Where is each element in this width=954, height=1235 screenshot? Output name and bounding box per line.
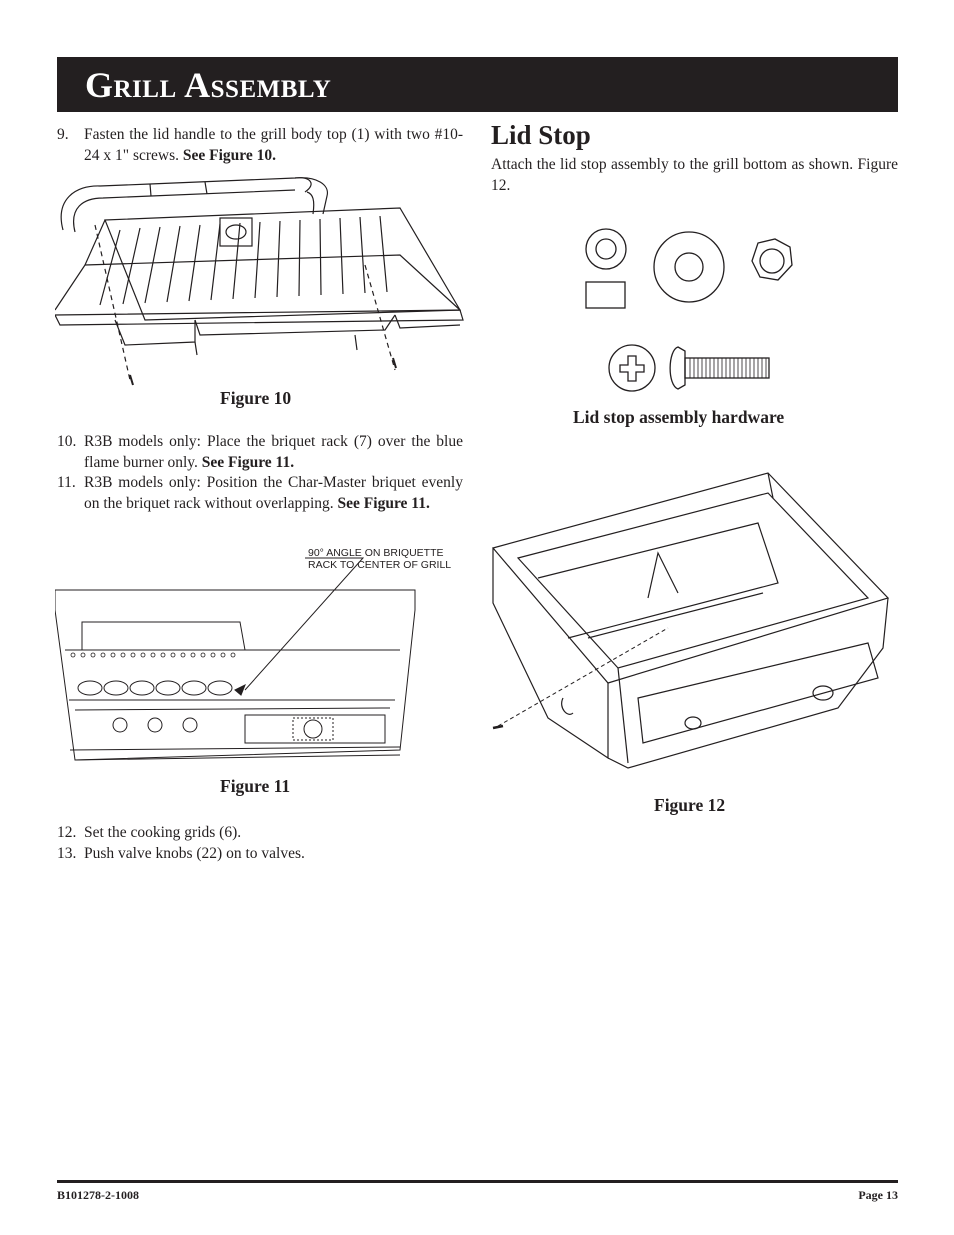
figure-11-briquet-rack-drawing	[55, 557, 416, 761]
annotation-line-1: 90° ANGLE ON BRIQUETTE	[308, 547, 444, 559]
step-number: 12.	[57, 824, 77, 841]
section-banner: Grill Assembly	[57, 57, 898, 112]
figure-11-annotation: 90° ANGLE ON BRIQUETTE RACK TO CENTER OF…	[308, 547, 451, 571]
lid-stop-intro: Attach the lid stop assembly to the gril…	[491, 156, 898, 194]
step-text: Fasten the lid handle to the grill body …	[84, 126, 463, 164]
annotation-line-2: RACK TO CENTER OF GRILL	[308, 559, 452, 571]
step-text: Set the cooking grids (6).	[84, 824, 242, 841]
hardware-caption: Lid stop assembly hardware	[573, 407, 785, 427]
figure-reference: See Figure 10.	[182, 147, 277, 164]
step-9: 9. Fasten the lid handle to the grill bo…	[57, 124, 463, 166]
step-number: 10.	[57, 433, 77, 450]
figure-11-caption: Figure 11	[220, 776, 291, 796]
step-number: 13.	[57, 845, 77, 862]
step-text: R3B models only: Position the Char-Maste…	[84, 474, 463, 512]
figure-12-grill-bottom-drawing	[491, 472, 890, 769]
lid-stop-heading: Lid Stop	[491, 120, 591, 150]
step-number: 9.	[57, 126, 69, 143]
step-13: 13. Push valve knobs (22) on to valves.	[57, 843, 463, 864]
figure-12-caption: Figure 12	[654, 795, 726, 815]
step-12: 12. Set the cooking grids (6).	[57, 822, 463, 843]
figure-10-caption: Figure 10	[220, 388, 292, 408]
document-id: B101278-2-1008	[57, 1188, 139, 1202]
step-number: 11.	[57, 474, 76, 491]
figure-reference: See Figure 11.	[201, 454, 295, 471]
section-title: Grill Assembly	[85, 65, 332, 105]
step-10: 10. R3B models only: Place the briquet r…	[57, 431, 463, 473]
step-11: 11. R3B models only: Position the Char-M…	[57, 472, 463, 514]
step-text: R3B models only: Place the briquet rack …	[84, 433, 463, 471]
figure-reference: See Figure 11.	[337, 495, 430, 512]
page-number: Page 13	[858, 1188, 898, 1202]
lid-stop-hardware-drawing	[585, 228, 793, 392]
figure-10-lid-handle-drawing	[55, 177, 464, 386]
step-text: Push valve knobs (22) on to valves.	[84, 845, 305, 862]
footer-rule	[57, 1180, 898, 1183]
